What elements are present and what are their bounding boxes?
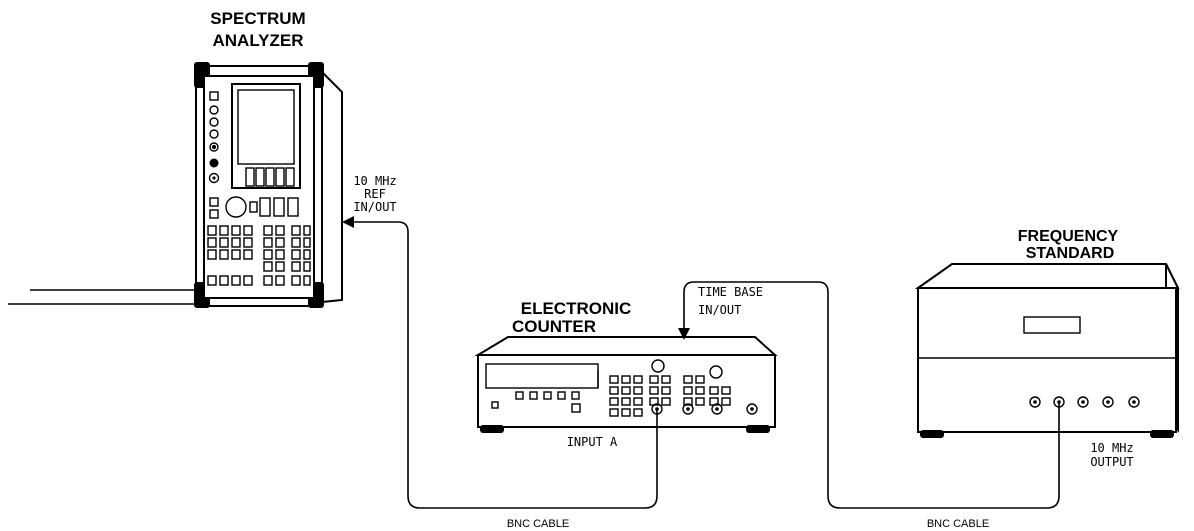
counter-front (477, 354, 776, 428)
analyzer-button (209, 197, 219, 207)
analyzer-button (259, 197, 271, 217)
spectrum-analyzer: SPECTRUM ANALYZER (8, 9, 397, 308)
counter-foot (746, 425, 770, 433)
freq-standard-title-1: FREQUENCY (1018, 228, 1119, 245)
ref-port-label-2: REF (364, 187, 386, 201)
analyzer-keypad (207, 225, 311, 286)
analyzer-softkeys (245, 167, 295, 187)
ref-port-label-1: 10 MHz (353, 174, 396, 188)
counter-function-keys (491, 391, 581, 413)
right-cable-label: BNC CABLE (927, 518, 989, 530)
output-port-label-1: 10 MHz (1090, 441, 1133, 455)
counter-knob (709, 365, 723, 379)
analyzer-power-indicator (209, 158, 219, 168)
analyzer-button (249, 201, 258, 213)
timebase-port-label-2: IN/OUT (698, 303, 741, 317)
counter-foot (480, 425, 504, 433)
spectrum-analyzer-title-2: ANALYZER (213, 31, 304, 50)
arrow-to-ref-port (342, 216, 354, 228)
freq-standard-foot (920, 430, 944, 438)
freq-standard-front (917, 287, 1177, 433)
freq-standard-display (1023, 316, 1081, 334)
electronic-counter: ELECTRONIC COUNTER TIME BASE IN/OUT (474, 285, 778, 449)
counter-knob (651, 359, 665, 373)
ref-port-label-3: IN/OUT (353, 200, 396, 214)
output-port-label-2: OUTPUT (1090, 455, 1133, 469)
spectrum-analyzer-title-1: SPECTRUM (210, 9, 305, 28)
bnc-cable-left (350, 221, 658, 509)
input-a-label: INPUT A (567, 435, 618, 449)
analyzer-connector (208, 172, 220, 184)
counter-title-1: ELECTRONIC (521, 299, 632, 318)
freq-standard-top (914, 263, 1180, 289)
analyzer-side (318, 67, 343, 304)
arrow-to-timebase-port (678, 328, 690, 340)
analyzer-left-controls (209, 91, 219, 152)
freq-standard-title-2: STANDARD (1026, 245, 1115, 262)
analyzer-screen (237, 89, 295, 165)
analyzer-button (287, 197, 299, 217)
analyzer-rpg-knob (225, 196, 247, 218)
timebase-port-label-1: TIME BASE (698, 285, 763, 299)
frequency-standard: FREQUENCY STANDARD 10 MHz OUTPUT (914, 228, 1180, 469)
analyzer-button (273, 197, 285, 217)
left-cable-label: BNC CABLE (507, 518, 569, 530)
bnc-cable-right (683, 281, 1060, 509)
freq-standard-foot (1150, 430, 1174, 438)
counter-top (474, 336, 778, 356)
counter-title-2: COUNTER (512, 317, 596, 336)
analyzer-connector-pin (212, 176, 216, 180)
analyzer-button (209, 209, 219, 219)
